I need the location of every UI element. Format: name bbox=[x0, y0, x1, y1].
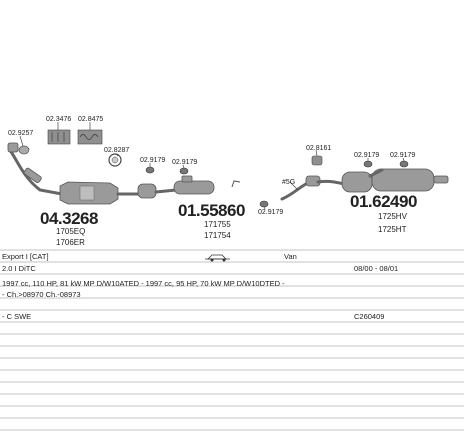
ref-label: #5G bbox=[282, 179, 295, 186]
part-number: 01.55860 bbox=[178, 201, 245, 220]
part-variant: 1725HV bbox=[378, 212, 408, 221]
part-variant: 1705EQ bbox=[56, 227, 85, 236]
ref-label: 02.8161 bbox=[306, 145, 331, 152]
leader-lines bbox=[19, 122, 405, 210]
year-range: 08/00 - 08/01 bbox=[354, 264, 398, 273]
ref-label: 02.9257 bbox=[8, 130, 33, 137]
ref-label: 02.8475 bbox=[78, 116, 103, 123]
ref-label: 02.9179 bbox=[140, 157, 165, 164]
bolt-kit-icon bbox=[47, 129, 71, 145]
ref-label: 02.9179 bbox=[258, 209, 283, 216]
part-variant: 1725HT bbox=[378, 225, 407, 234]
front-pipe-catalytic-converter bbox=[7, 142, 134, 205]
center-silencer bbox=[130, 175, 215, 199]
rear-silencer bbox=[280, 168, 449, 201]
ref-label: 02.9179 bbox=[354, 152, 379, 159]
rubber-hanger-icon-1 bbox=[145, 166, 155, 174]
ref-label: 02.9179 bbox=[390, 152, 415, 159]
bracket-hook bbox=[231, 180, 241, 188]
gasket-icon bbox=[108, 153, 122, 167]
part-number: 01.62490 bbox=[350, 192, 417, 211]
engine-spec: 1997 cc, 110 HP, 81 kW MP D/W10ATED - 19… bbox=[2, 279, 285, 288]
rubber-hanger-icon-5 bbox=[399, 160, 409, 168]
clamp-icon-rear bbox=[311, 155, 323, 166]
car-icon bbox=[205, 254, 230, 262]
chassis-range: - Ch.>08970 Ch.-08973 bbox=[2, 290, 81, 299]
part-variant: 171754 bbox=[204, 231, 231, 240]
part-number: 04.3268 bbox=[40, 209, 98, 228]
part-variant: 1706ER bbox=[56, 238, 85, 247]
rubber-hanger-icon-4 bbox=[363, 160, 373, 168]
country-label: - C SWE bbox=[2, 312, 31, 321]
ref-label: 02.8287 bbox=[104, 147, 129, 154]
body-type: Van bbox=[284, 252, 297, 261]
mounting-clamp-icon bbox=[18, 145, 30, 155]
ref-label: 02.3476 bbox=[46, 116, 71, 123]
spring-kit-icon bbox=[77, 129, 103, 145]
part-variant: 171755 bbox=[204, 220, 231, 229]
ref-label: 02.9179 bbox=[172, 159, 197, 166]
rubber-hanger-icon-2 bbox=[179, 167, 189, 175]
engine-label: 2.0 I DiTC bbox=[2, 264, 36, 273]
rubber-hanger-icon-3 bbox=[259, 200, 269, 208]
export-label: Export I [CAT] bbox=[2, 252, 49, 261]
info-table-lines bbox=[0, 249, 464, 431]
catalog-code: C260409 bbox=[354, 312, 384, 321]
